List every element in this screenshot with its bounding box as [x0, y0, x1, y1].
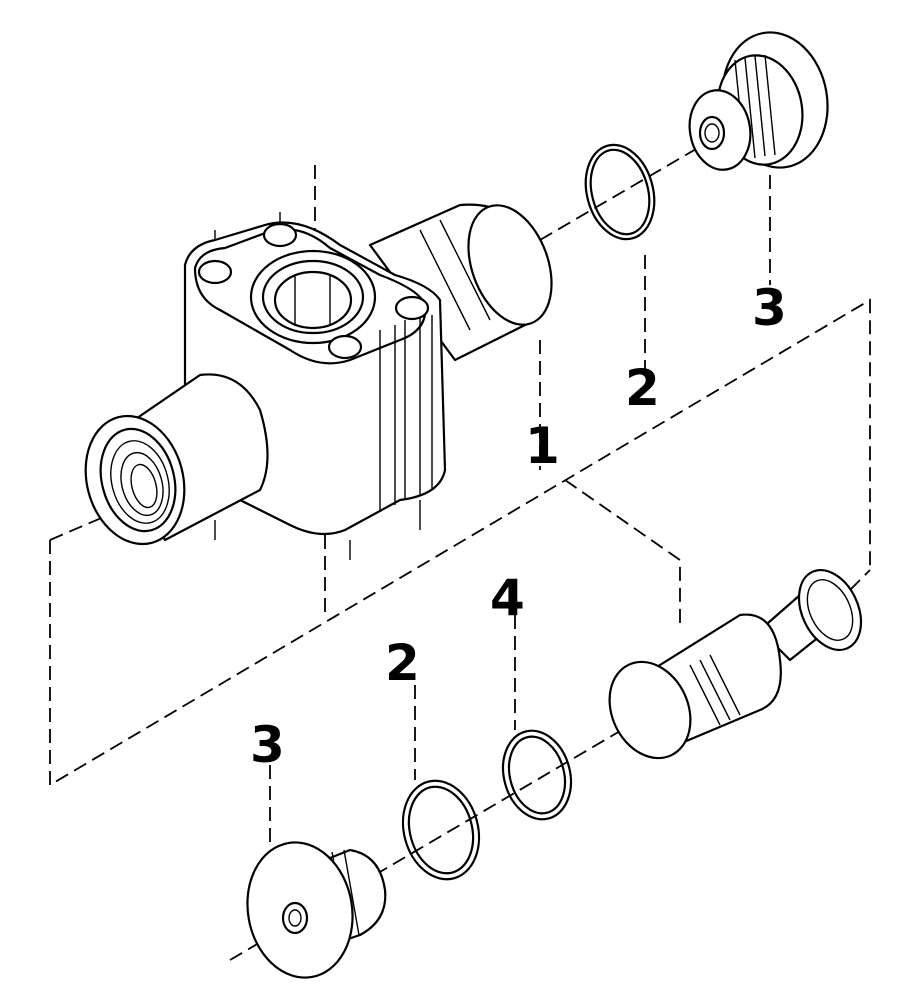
- lower-o-ring: [401, 779, 481, 881]
- valve-body: [84, 203, 553, 546]
- spool-piston: [608, 569, 863, 760]
- callout-2-upper: 2: [625, 359, 660, 417]
- callout-2-lower: 2: [385, 634, 420, 692]
- upper-plug: [688, 31, 829, 171]
- upper-o-ring: [584, 143, 656, 241]
- callout-1: 1: [525, 417, 560, 475]
- back-up-ring: [501, 729, 573, 821]
- callout-3-upper: 3: [752, 279, 787, 337]
- callout-4: 4: [490, 569, 525, 627]
- lower-plug: [246, 841, 387, 979]
- callout-3-lower: 3: [250, 716, 285, 774]
- callout-labels: 1 2 3 2 4 3: [250, 279, 787, 774]
